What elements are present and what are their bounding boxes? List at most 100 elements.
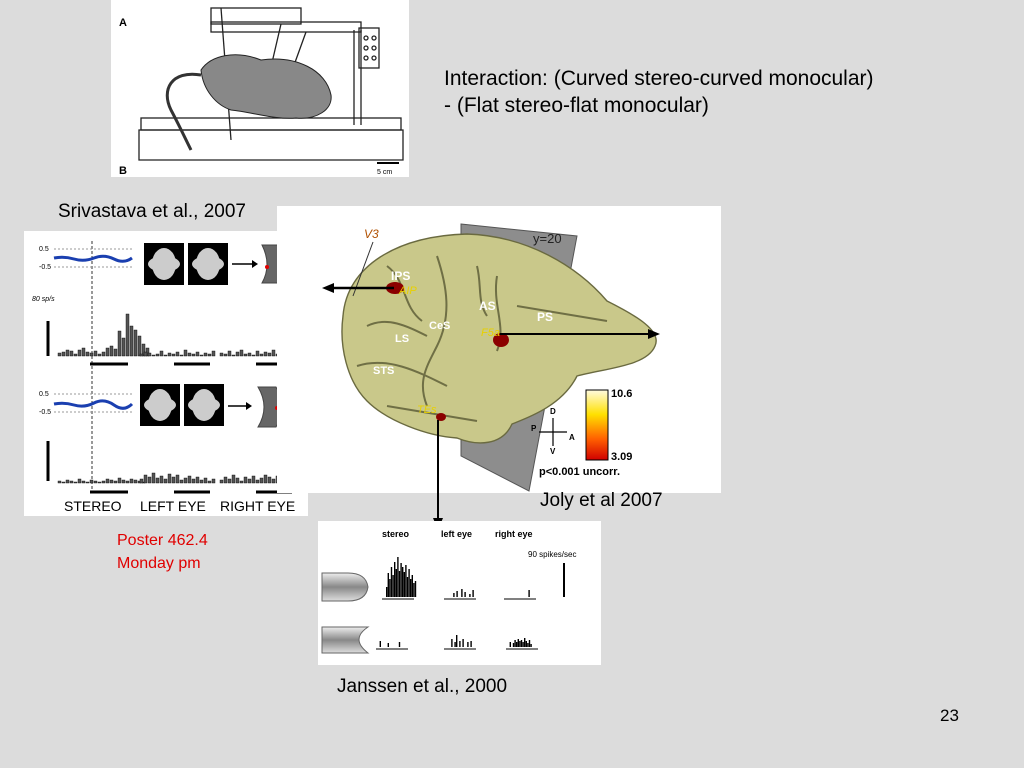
histogram-bar [151,354,156,357]
histogram-bar [231,474,236,484]
histogram-bar [195,476,200,484]
histogram-bar [267,476,272,484]
monkey-tube [165,72,202,151]
histogram-bar [195,351,200,357]
histogram-bar [516,642,518,647]
srivastava-figure: 0.5 -0.5 80 sp/s 0.5 -0.5 [24,231,308,516]
histogram-bar [394,562,396,597]
histogram-bar [403,572,405,597]
interaction-line-1: Interaction: (Curved stereo-curved monoc… [444,67,874,90]
orientation-cross [539,418,567,446]
histogram-bar [175,351,180,357]
dir-v: V [550,447,556,456]
histogram-bar [509,642,511,647]
histogram-bar [73,353,78,357]
histogram-bar [389,579,391,597]
janssen-hist-stereo-1 [386,557,417,597]
monkey-outline [200,54,332,119]
histogram-bar [101,480,106,484]
histogram-bar [239,349,244,357]
histogram-bar [151,472,156,484]
caption-janssen: Janssen et al., 2000 [337,676,508,697]
histogram-bar [101,351,106,357]
histogram-bar [139,478,144,484]
histogram-bar [143,351,148,357]
histogram-bar [402,567,404,597]
histogram-bar [398,642,401,647]
histogram-bar [89,352,94,357]
histogram-bar [105,478,110,484]
histogram-bar [472,590,474,597]
janssen-hist-right-2 [509,638,532,647]
label-ps: PS [537,310,553,324]
histogram-bar [155,353,160,357]
histogram-bar [97,353,102,357]
histogram-bar [81,480,86,484]
histogram-bar [191,478,196,484]
label-as: AS [479,299,496,313]
tick-top-2: 0.5 [39,391,49,398]
scale-max: 10.6 [611,388,632,400]
histogram-bar [459,641,461,647]
histogram-bar [129,325,134,357]
histogram-bar [57,480,62,484]
janssen-hist-stereo-2 [379,641,401,647]
tick-bottom-2: -0.5 [39,409,51,416]
histogram-bar [524,638,526,647]
histogram-bar [159,350,164,357]
histogram-bar [125,313,130,357]
histogram-bar [467,642,469,647]
histogram-bar [85,481,90,484]
histogram-bar [143,474,148,484]
histogram-bar [61,481,66,484]
histogram-bar [155,477,160,484]
janssen-col-left: left eye [441,529,472,539]
histogram-bar [530,644,532,647]
threshold-label: p<0.001 uncorr. [539,466,620,478]
tick-top-1: 0.5 [39,246,49,253]
dir-d: D [550,407,556,416]
histogram-bar [203,352,208,357]
histogram-bar [227,478,232,484]
histogram-bar [405,565,407,597]
histogram-bar [454,642,456,647]
histogram-bar [93,480,98,484]
histogram-bar [390,567,393,597]
histogram-bar [93,350,98,357]
histogram-bar [163,354,168,357]
histogram-bar [410,579,412,597]
janssen-hist-left-2 [451,635,472,647]
histogram-bar [211,350,216,357]
histogram-bar [414,581,417,597]
column-left-eye: LEFT EYE [140,498,206,514]
histogram-bar [183,477,188,484]
histogram-bar [464,592,466,597]
histogram-bar [386,587,388,597]
column-right-eye: RIGHT EYE [220,498,295,514]
label-aip: AIP [398,285,417,297]
histogram-bar [89,479,94,484]
histogram-bar [69,480,74,484]
histogram-bar [109,479,114,484]
label-tes: TEs [417,404,437,416]
histogram-bar [514,640,516,647]
histogram-bar [259,353,264,357]
activation-tes [436,413,446,421]
caption-joly: Joly et al 2007 [540,490,663,511]
histogram-bar [400,563,402,597]
histogram-bar [207,353,212,357]
activation-aip [386,282,404,294]
histogram-bar [175,474,180,484]
histogram-bar [183,349,188,357]
histogram-stereo-1 [57,313,150,357]
histogram-bar [167,352,172,357]
histogram-bar [81,347,86,357]
histogram-bar [411,575,413,597]
histogram-bar [243,476,248,484]
label-f5a: F5a [481,327,500,339]
histogram-bar [456,635,458,647]
srivastava-plot: 0.5 -0.5 80 sp/s 0.5 -0.5 [32,241,295,514]
histogram-bar [453,593,455,597]
histogram-bar [231,354,236,357]
histogram-bar [187,475,192,484]
